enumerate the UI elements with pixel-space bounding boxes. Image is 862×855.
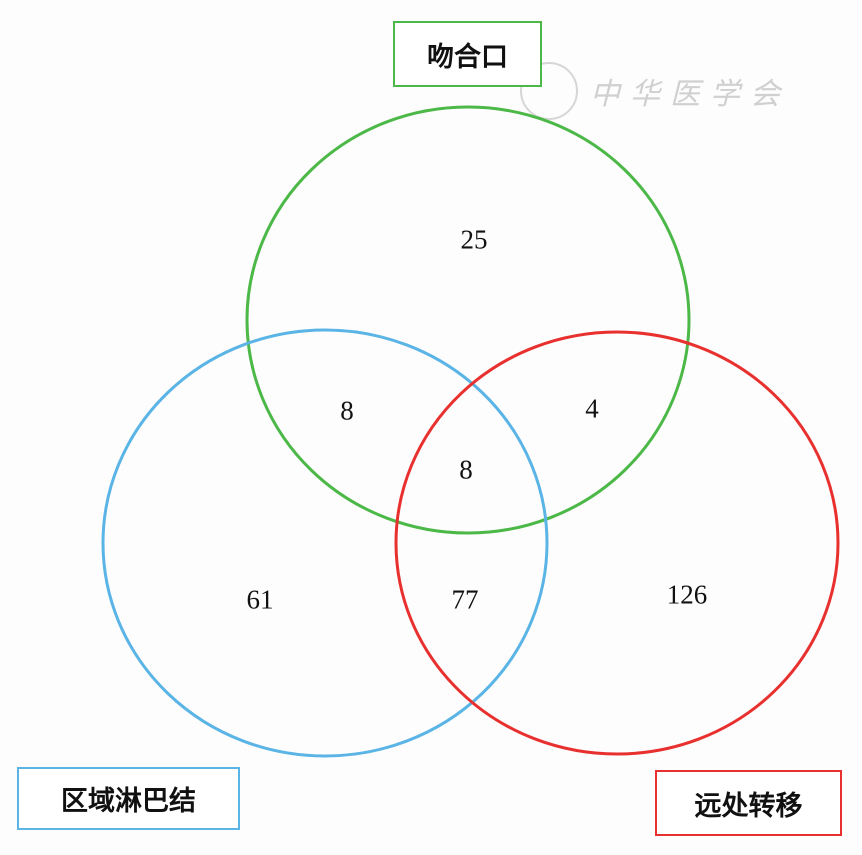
label-anastomosis: 吻合口 — [393, 21, 542, 87]
count-anastomosis-regional: 8 — [340, 395, 354, 426]
circle-anastomosis — [245, 105, 691, 535]
label-distant-metastasis: 远处转移 — [655, 770, 842, 836]
count-all-three: 8 — [459, 454, 473, 485]
count-distant-only: 126 — [666, 579, 708, 610]
circle-distant-metastasis — [394, 330, 840, 756]
count-anastomosis-distant: 4 — [585, 393, 599, 424]
watermark-seal-icon — [520, 62, 578, 120]
watermark: 中华医学会 — [520, 62, 790, 120]
label-regional-lymph: 区域淋巴结 — [17, 767, 240, 830]
circle-regional-lymph — [101, 328, 549, 758]
count-anastomosis-only: 25 — [460, 224, 488, 255]
count-regional-only: 61 — [246, 584, 274, 615]
count-regional-distant: 77 — [451, 584, 479, 615]
watermark-text: 中华医学会 — [590, 77, 790, 112]
